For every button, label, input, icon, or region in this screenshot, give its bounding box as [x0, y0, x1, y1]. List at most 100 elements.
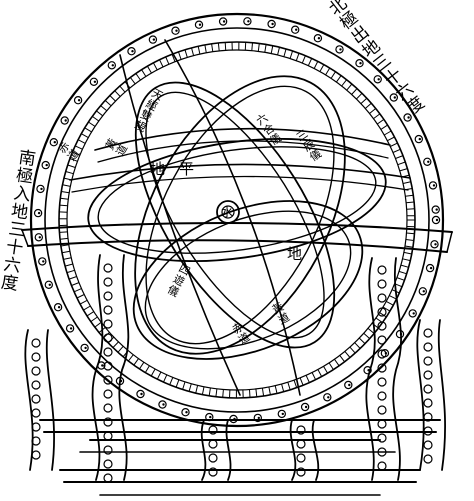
- graduation-tick: [351, 88, 358, 95]
- scroll-curl: [136, 389, 145, 399]
- graduation-tick: [182, 381, 186, 390]
- graduation-tick: [104, 100, 112, 107]
- graduation-tick: [301, 55, 306, 64]
- graduation-tick: [364, 102, 372, 109]
- pillar-scroll-curl: [377, 293, 387, 303]
- scroll-curl: [158, 400, 167, 409]
- graduation-tick: [88, 121, 96, 127]
- scroll-curl: [363, 366, 372, 375]
- graduation-tick: [96, 110, 104, 117]
- pillar-scroll-curl: [31, 380, 41, 390]
- graduation-tick: [403, 251, 412, 255]
- graduation-tick: [383, 130, 392, 136]
- pillar-scroll-curl: [103, 375, 113, 385]
- scroll-curl: [355, 59, 364, 68]
- graduation-tick: [171, 54, 176, 62]
- graduation-tick: [63, 257, 72, 260]
- scroll-curl-center: [175, 29, 178, 32]
- scroll-curl: [89, 77, 99, 87]
- scroll-curl: [107, 61, 117, 70]
- scroll-curl-center: [434, 243, 437, 246]
- graduation-tick: [249, 389, 251, 398]
- scroll-curl-center: [359, 62, 362, 65]
- graduation-tick: [147, 65, 152, 74]
- graduation-tick: [64, 263, 73, 267]
- scroll-curl: [171, 26, 180, 35]
- graduation-tick: [386, 300, 394, 306]
- scroll-curl: [194, 20, 204, 29]
- graduation-tick: [299, 377, 304, 386]
- graduation-tick: [109, 95, 116, 102]
- scroll-curl: [218, 17, 228, 26]
- graduation-tick: [399, 168, 408, 172]
- pillar-scroll-curl: [31, 436, 41, 446]
- graduation-tick: [139, 361, 145, 370]
- pillar-scroll-curl: [377, 391, 387, 401]
- pillar-scroll-curl: [377, 349, 387, 359]
- pillar-scroll-curl: [423, 370, 433, 380]
- pillar-scroll-curl: [31, 408, 41, 418]
- graduation-tick: [405, 239, 414, 241]
- scroll-curl-center: [152, 38, 156, 41]
- scroll-curl: [34, 233, 44, 242]
- graduation-tick: [283, 48, 287, 57]
- graduation-tick: [184, 49, 188, 58]
- scroll-curl: [425, 263, 435, 273]
- graduation-tick: [159, 59, 164, 68]
- pillar-scroll-curl: [377, 433, 387, 443]
- center-water-label: 水: [221, 205, 234, 219]
- pillar-scroll-curl: [103, 403, 113, 413]
- scroll-curl: [403, 113, 412, 122]
- graduation-tick: [402, 181, 411, 184]
- scroll-curl-center: [111, 64, 115, 67]
- graduation-tick: [406, 208, 415, 210]
- scroll-curl: [344, 380, 353, 390]
- pillar-scroll-curl: [103, 277, 113, 287]
- graduation-tick: [208, 387, 211, 396]
- graduation-tick: [354, 342, 361, 349]
- scroll-curl: [36, 184, 45, 194]
- scroll-curl-center: [257, 416, 260, 420]
- scroll-curl-center: [131, 50, 134, 53]
- graduation-tick: [405, 194, 414, 197]
- scroll-curl: [80, 343, 89, 353]
- graduation-tick: [356, 92, 363, 100]
- graduation-tick: [133, 358, 139, 366]
- graduation-tick: [165, 56, 170, 65]
- pillar-scroll-curl: [103, 291, 113, 301]
- scroll-curl-center: [185, 411, 188, 414]
- graduation-tick: [390, 142, 398, 147]
- graduation-tick: [389, 295, 397, 300]
- pillar-scroll-curl: [296, 439, 306, 449]
- graduation-tick: [188, 383, 192, 392]
- pillar-scroll-curl: [377, 363, 387, 373]
- graduation-tick: [369, 108, 377, 114]
- scroll-curl-center: [304, 405, 308, 409]
- graduation-tick: [274, 385, 278, 394]
- scroll-curl: [389, 93, 398, 102]
- graduation-tick: [150, 368, 156, 377]
- graduation-tick: [114, 90, 121, 97]
- graduation-tick: [201, 386, 205, 395]
- graduation-tick: [281, 383, 285, 392]
- scroll-curl-center: [247, 20, 250, 23]
- graduation-tick: [224, 42, 227, 51]
- scroll-curl-center: [222, 20, 226, 23]
- scroll-curl: [414, 134, 423, 144]
- graduation-tick: [307, 58, 313, 66]
- pillar-scroll-curl: [208, 453, 218, 463]
- pillar-scroll-curl: [377, 279, 387, 289]
- pillar-scroll-curl: [103, 361, 113, 371]
- graduation-tick: [61, 250, 70, 254]
- pillar-scroll-curl: [31, 352, 41, 362]
- graduation-tick: [60, 244, 69, 247]
- scroll-curl: [253, 413, 262, 423]
- scroll-curl: [431, 205, 440, 214]
- graduation-tick: [392, 148, 401, 153]
- graduation-tick: [84, 127, 92, 133]
- graduation-tick: [135, 73, 141, 81]
- graduation-tick: [197, 46, 201, 55]
- graduation-tick: [129, 77, 136, 85]
- graduation-tick: [152, 62, 158, 71]
- central-axle: [216, 200, 240, 224]
